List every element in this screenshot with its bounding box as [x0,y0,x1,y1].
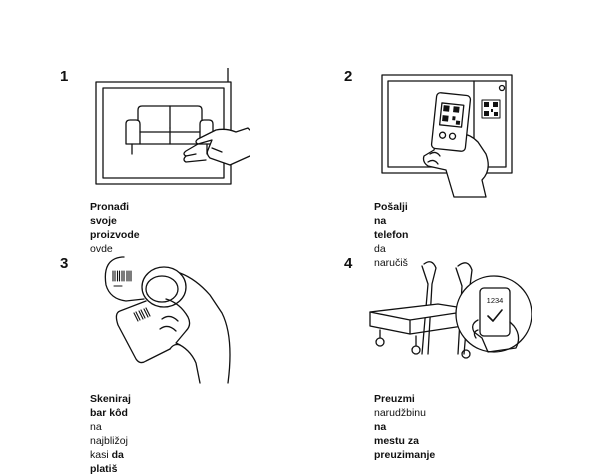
caption-bold: mestu za preuzimanje [374,435,436,461]
step-caption: Preuzmi narudžbinu na mestu za preuziman… [374,392,435,462]
caption-text: narudžbinu [374,407,426,419]
step-number: 4 [344,255,353,272]
phone-order-code: 1234 [486,296,504,305]
caption-text: na [90,421,102,433]
caption-bold: Pošalji na telefon [374,201,409,241]
barcode-scanner-phone-icon [100,255,240,385]
trolley-phone-check-icon: 1234 [366,258,532,370]
caption-bold: Skeniraj bar kôd [90,393,131,419]
step-caption: Pošalji na telefon da naručiš [374,200,408,270]
step-caption: Pronađi svoje proizvode ovde [90,200,140,256]
caption-text: ovde [90,243,113,255]
caption-bold: Preuzmi [374,393,415,405]
tv-screen-sofa-touch-icon [90,68,250,193]
caption-text: da naručiš [374,243,408,269]
caption-bold: na [374,421,387,433]
step-number: 2 [344,68,353,85]
step-number: 1 [60,68,69,85]
step-caption: Skeniraj bar kôd na najbližoj kasi da pl… [90,392,131,476]
step-number: 3 [60,255,69,272]
caption-bold: Pronađi svoje proizvode [90,201,140,241]
phone-scan-qr-icon [374,70,520,198]
